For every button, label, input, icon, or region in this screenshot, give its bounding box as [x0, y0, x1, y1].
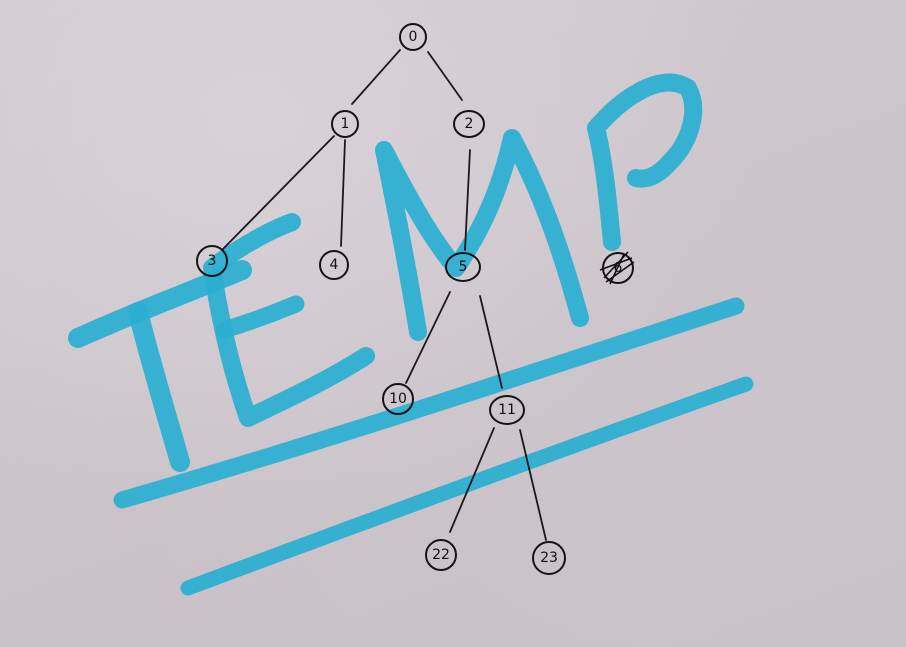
node-label: 2: [465, 116, 474, 132]
tree-node-2: 2: [453, 110, 485, 138]
tree-nodes: 0 1 2 3 4 5 6: [196, 23, 635, 575]
tree-node-1: 1: [331, 110, 359, 138]
edge-5-10: [405, 291, 451, 384]
letter-e: [203, 213, 375, 427]
node-label: 11: [498, 402, 516, 418]
node-label: 3: [208, 253, 217, 269]
node-label: 23: [540, 550, 558, 566]
letter-t-stem: [128, 302, 190, 472]
underline-top: [113, 297, 745, 509]
node-label: 4: [330, 257, 339, 273]
tree-edges: [221, 49, 547, 541]
node-label: 1: [341, 116, 350, 132]
tree-node-4: 4: [319, 250, 349, 280]
node-label: 0: [409, 29, 418, 45]
edge-0-2: [427, 51, 463, 101]
node-label: 5: [459, 259, 468, 275]
edge-11-23: [519, 429, 547, 541]
underline-bottom: [180, 376, 754, 596]
tree-node-10: 10: [382, 383, 414, 415]
tree-node-23: 23: [532, 541, 566, 575]
tree-node-5: 5: [445, 252, 481, 282]
tree-node-6-crossed: 6: [599, 251, 635, 285]
letter-p: [587, 73, 703, 251]
scribble-out: [599, 251, 635, 285]
letter-t: [68, 260, 252, 348]
edge-1-4: [340, 139, 346, 247]
edge-0-1: [351, 49, 401, 105]
edge-1-3: [221, 135, 335, 251]
letter-e-mid: [215, 295, 305, 339]
edge-11-22: [449, 427, 495, 533]
tree-node-11: 11: [489, 395, 525, 425]
node-label: 10: [389, 391, 407, 407]
letter-m: [375, 129, 589, 341]
edge-2-5: [464, 149, 471, 251]
tree-node-22: 22: [425, 539, 457, 571]
tree-node-0: 0: [399, 23, 427, 51]
temp-marker-lettering: [68, 73, 754, 596]
edge-5-11: [479, 295, 503, 389]
tree-node-3: 3: [196, 245, 228, 277]
node-label: 22: [432, 547, 450, 563]
